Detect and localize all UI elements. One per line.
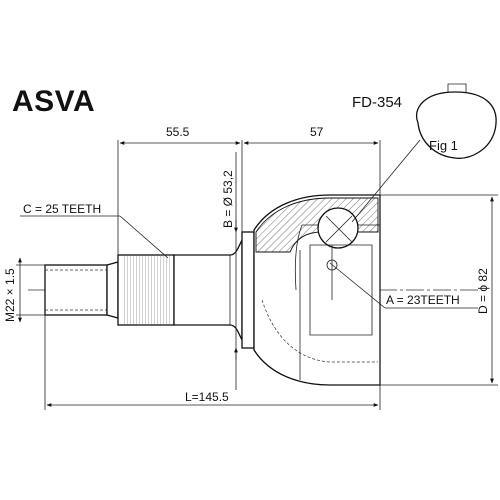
- dim-shaft-length: 55.5: [166, 125, 190, 139]
- dim-total-length: L=145.5: [185, 390, 229, 404]
- fig-label: Fig 1: [429, 138, 458, 153]
- spline-knurl: [122, 256, 172, 324]
- housing-lower-hidden: [261, 299, 378, 363]
- dim-inner-diameter: B = Ø 53,2: [221, 170, 235, 228]
- shaft-thread-end: [44, 264, 108, 316]
- cage-outline: [309, 244, 373, 336]
- housing-flange: [241, 231, 255, 349]
- inner-teeth-leader: [329, 262, 386, 309]
- brand-logo: ASVA: [12, 85, 95, 118]
- inner-teeth-callout: A = 23TEETH: [386, 293, 460, 307]
- shaft-step: [106, 261, 119, 319]
- part-number: FD-354: [352, 94, 402, 111]
- dim-outer-diameter: D = ϕ 82: [476, 268, 490, 314]
- outer-teeth-leader: [119, 215, 169, 259]
- dim-housing-length: 57: [310, 125, 324, 139]
- fig-circle: [416, 91, 497, 159]
- ball-cross: [325, 215, 353, 243]
- outer-teeth-callout: C = 25 TEETH: [23, 202, 101, 216]
- fig-leader: [351, 139, 421, 223]
- fig-notch: [447, 83, 467, 92]
- dim-thread: M22 × 1.5: [3, 268, 17, 322]
- shaft-neck: [173, 239, 243, 341]
